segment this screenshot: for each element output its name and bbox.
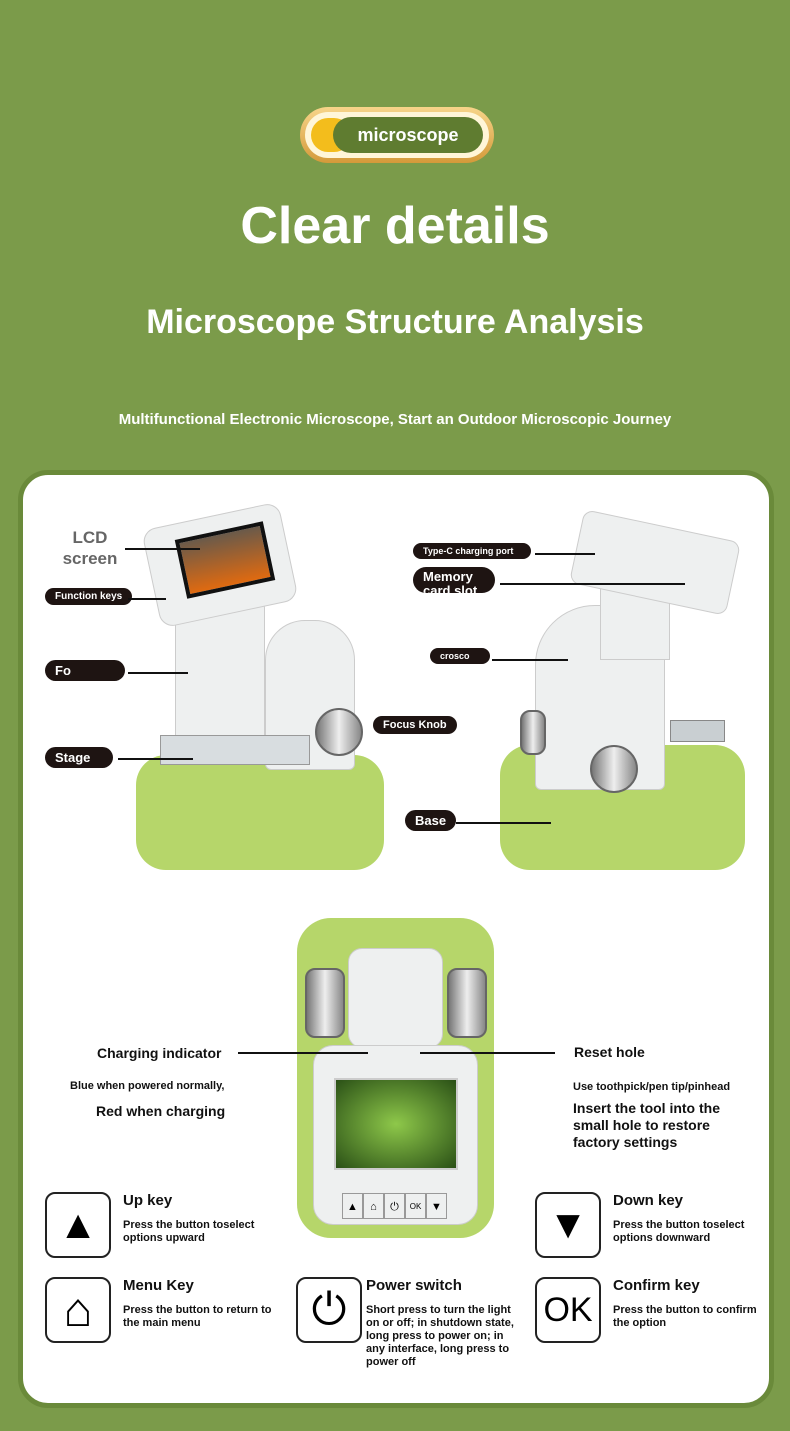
badge-label: microscope — [333, 117, 483, 153]
memory-rest-text: card slot — [423, 583, 478, 594]
page-subtitle: Microscope Structure Analysis — [146, 303, 644, 341]
label-base: Base — [405, 810, 457, 831]
power-key-button[interactable]: ⏻ — [384, 1193, 405, 1219]
reset-hole-title: Reset hole — [574, 1044, 645, 1060]
key-title: Confirm key — [613, 1277, 700, 1294]
key-desc: Press the button toselect options upward — [123, 1219, 255, 1244]
front-keypad: ▲ ⌂ ⏻ OK ▼ — [342, 1193, 447, 1219]
home-icon: ⌂ — [45, 1277, 111, 1343]
stage — [160, 735, 310, 765]
knob-right-icon — [447, 968, 487, 1038]
label-stage: Stage — [45, 747, 113, 768]
charging-desc-2: Red when charging — [96, 1103, 226, 1119]
pointer-line — [456, 822, 551, 824]
down-triangle-icon: ▼ — [535, 1192, 601, 1258]
pointer-line — [118, 758, 193, 760]
key-desc: Press the button to return to the main m… — [123, 1304, 272, 1329]
stage — [670, 720, 725, 742]
page-title: Clear details — [240, 197, 550, 255]
charging-indicator-title: Charging indicator — [97, 1045, 222, 1061]
reset-desc-2: Insert the tool into the small hole to r… — [573, 1100, 720, 1150]
pointer-line — [238, 1052, 368, 1054]
key-desc: Short press to turn the light on or off;… — [366, 1304, 514, 1368]
key-title: Power switch — [366, 1277, 462, 1294]
ok-icon: OK — [535, 1277, 601, 1343]
key-title: Up key — [123, 1192, 173, 1209]
key-desc: Press the button toselect options downwa… — [613, 1219, 745, 1244]
label-arm: crosco — [430, 648, 490, 664]
pointer-line — [500, 583, 685, 585]
up-key-button[interactable]: ▲ — [342, 1193, 363, 1219]
ok-key-button[interactable]: OK — [405, 1193, 426, 1219]
tagline: Multifunctional Electronic Microscope, S… — [118, 411, 672, 428]
microscope-badge: microscope — [300, 107, 494, 163]
screen-bacteria-image — [334, 1078, 458, 1170]
knob-left-icon — [305, 968, 345, 1038]
key-title: Menu Key — [123, 1277, 194, 1294]
focus-knob-icon — [590, 745, 638, 793]
microscope-base — [136, 755, 384, 870]
front-neck — [348, 948, 443, 1048]
focus-knob-icon — [315, 708, 363, 756]
pointer-line — [128, 598, 166, 600]
pointer-line — [125, 548, 200, 550]
charging-desc-1: Blue when powered normally, — [70, 1080, 225, 1092]
memory-text: Memory — [423, 569, 473, 584]
label-type-c-port: Type-C charging port — [413, 543, 531, 559]
label-lcd: LCD screen — [62, 528, 118, 568]
key-desc: Press the button to confirm the option — [613, 1304, 757, 1329]
pointer-line — [535, 553, 595, 555]
focus-knob-icon — [520, 710, 546, 755]
label-focus-knob: Focus Knob — [373, 716, 457, 734]
down-key-button[interactable]: ▼ — [426, 1193, 447, 1219]
menu-key-button[interactable]: ⌂ — [363, 1193, 384, 1219]
reset-desc-1: Use toothpick/pen tip/pinhead — [573, 1081, 731, 1093]
label-focus: Fo — [45, 660, 125, 681]
key-title: Down key — [613, 1192, 684, 1209]
label-function-keys: Function keys — [45, 588, 133, 605]
up-triangle-icon: ▲ — [45, 1192, 111, 1258]
pointer-line — [492, 659, 568, 661]
pointer-line — [420, 1052, 555, 1054]
power-icon: ⏻ — [296, 1277, 362, 1343]
pointer-line — [128, 672, 188, 674]
